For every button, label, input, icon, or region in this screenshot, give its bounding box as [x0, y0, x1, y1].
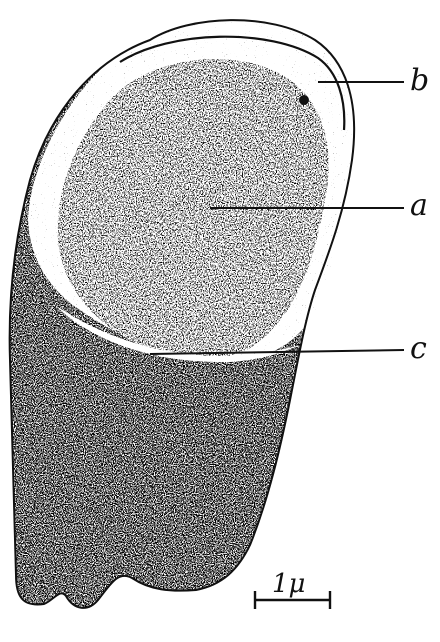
scale-bar: 1μ	[255, 569, 330, 609]
label-a: a	[410, 188, 428, 223]
label-b: b	[410, 63, 429, 98]
granule-dot	[299, 95, 309, 105]
scale-bar-label: 1μ	[272, 569, 305, 599]
label-c: c	[410, 331, 427, 366]
